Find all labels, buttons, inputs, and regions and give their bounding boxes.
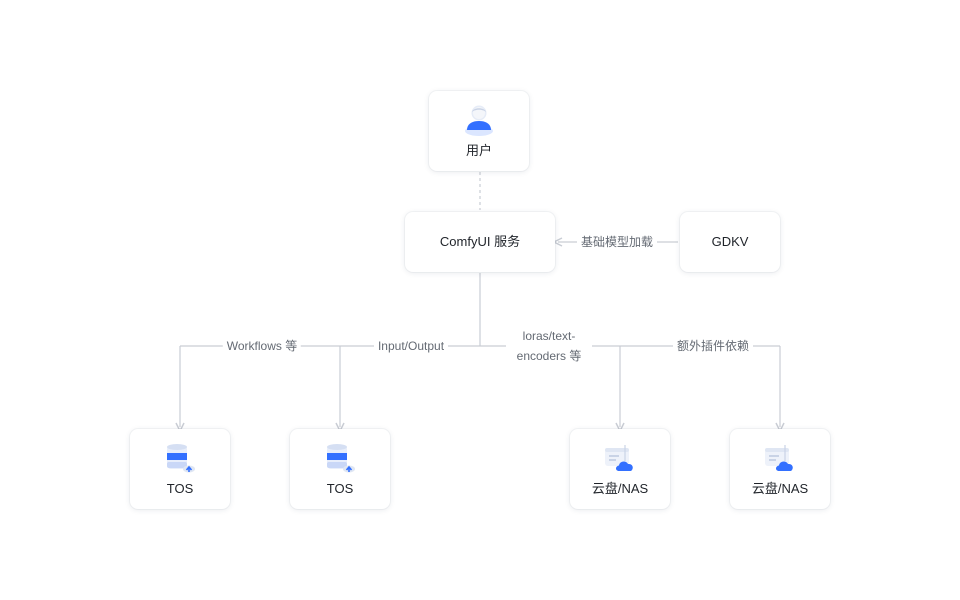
cloud-drive-icon [765, 445, 793, 471]
node-cloud-nas-plugins: 云盘/NAS [730, 429, 830, 509]
user-icon [465, 105, 493, 136]
cloud-drive-icon [605, 445, 633, 471]
node-comfyui-service: ComfyUI 服务 [405, 212, 555, 272]
node-gdkv: GDKV [680, 212, 780, 272]
edge-label-workflows: Workflows 等 [222, 336, 302, 356]
node-cloud-nas-label: 云盘/NAS [591, 481, 649, 496]
node-tos-workflows: TOS [130, 429, 230, 509]
node-gdkv-label: GDKV [711, 234, 749, 249]
edge-label-plugins: 额外插件依赖 [672, 336, 754, 356]
node-user-label: 用户 [465, 143, 492, 158]
node-tos-label: TOS [166, 481, 194, 496]
node-tos-label: TOS [326, 481, 354, 496]
node-cloud-nas-loras: 云盘/NAS [570, 429, 670, 509]
node-cloud-nas-label: 云盘/NAS [751, 481, 809, 496]
edge-label-input-output: Input/Output [373, 336, 449, 356]
node-comfyui-label: ComfyUI 服务 [439, 234, 521, 249]
storage-upload-icon [327, 444, 355, 473]
storage-upload-icon [167, 444, 195, 473]
node-tos-input-output: TOS [290, 429, 390, 509]
node-user: 用户 [429, 91, 529, 171]
edge-label-loras: loras/text-encoders 等 [506, 326, 592, 366]
edge-label-base-model-loading: 基础模型加载 [576, 232, 658, 252]
